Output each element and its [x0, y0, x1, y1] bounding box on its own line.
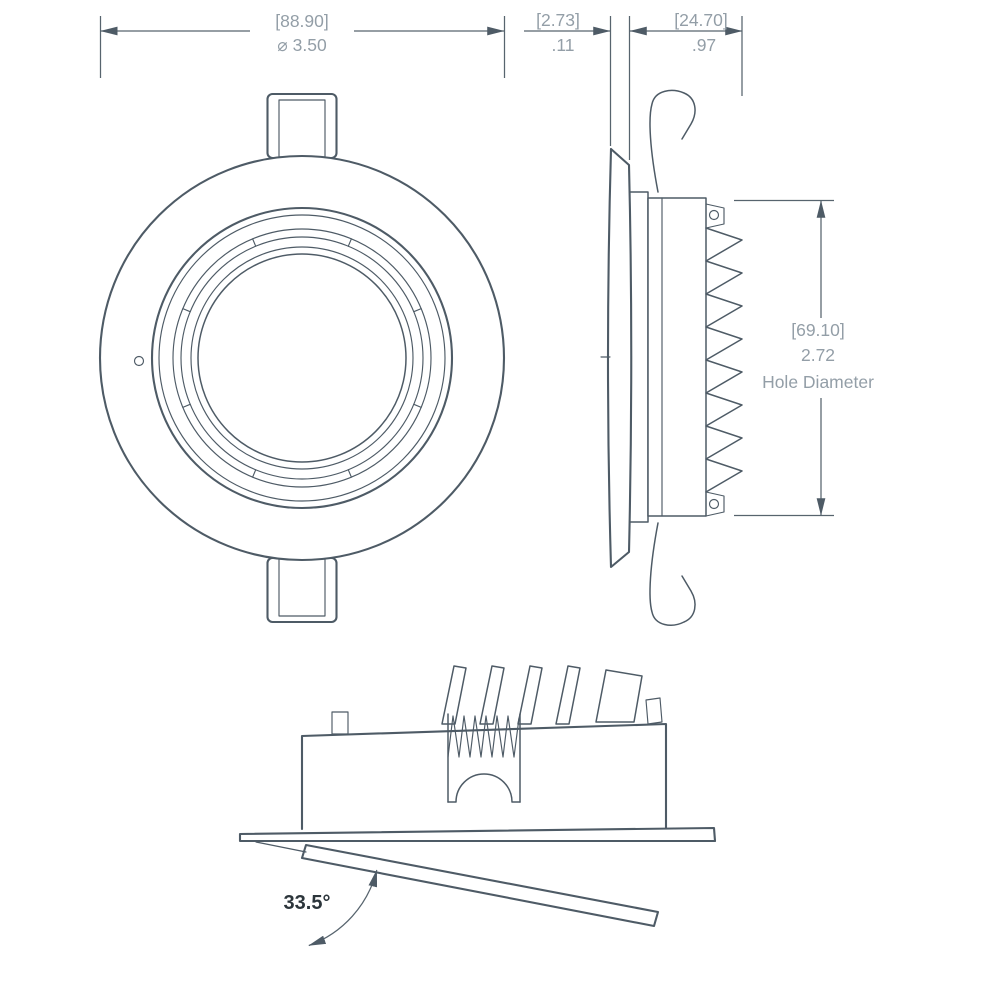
lens-bezel-circle	[190, 246, 414, 470]
bezel-reference-line	[255, 841, 307, 853]
retainer-ring-inner-circle	[180, 236, 424, 480]
hole-diameter-mm: [69.10]	[791, 320, 845, 340]
flange-diameter-in: ⌀ 3.50	[277, 35, 327, 55]
spring-bracket	[447, 713, 521, 803]
heat-sink-fins	[705, 227, 743, 493]
flange-thickness-mm: [2.73]	[536, 10, 580, 30]
trim-ring-outer-circle	[150, 206, 454, 510]
tilt-top-fins	[331, 665, 663, 735]
dimension-body-depth: [24.70] .97	[629, 10, 743, 96]
flange-thickness-in: .11	[551, 35, 574, 55]
dimension-flange-thickness: [2.73] .11	[524, 10, 631, 160]
fin-plate	[595, 669, 643, 723]
front-bottom-tab-outline	[266, 556, 338, 624]
set-screw-detail	[133, 355, 145, 367]
front-top-tab-outline	[266, 92, 338, 160]
bottom-spring-clip	[649, 522, 696, 626]
fin	[555, 665, 581, 725]
hole-diameter-label: Hole Diameter	[762, 372, 874, 392]
tilt-housing-outline	[300, 722, 668, 831]
bracket-arch	[447, 773, 521, 803]
body-depth-mm: [24.70]	[674, 10, 728, 30]
side-tab	[645, 697, 663, 725]
tilt-view: 33.5°	[238, 665, 717, 947]
bottom-screw	[708, 498, 720, 510]
front-view	[98, 92, 506, 624]
angle-arc	[308, 869, 378, 947]
retainer-ring-outer-circle	[172, 228, 432, 488]
dimension-hole-diameter: [69.10] 2.72 Hole Diameter	[734, 199, 874, 517]
top-screw	[708, 209, 720, 221]
side-view	[600, 89, 743, 626]
trim-ring-notches	[182, 238, 422, 478]
flange-diameter-mm: [88.90]	[275, 11, 329, 31]
fin	[441, 665, 467, 725]
dimension-flange-diameter: [88.90] ⌀ 3.50	[99, 11, 506, 78]
top-spring-clip	[649, 89, 696, 193]
coil-spring	[447, 715, 520, 758]
housing-profile	[647, 197, 707, 517]
dimension-text-mask	[250, 14, 354, 56]
top-screw-boss	[705, 203, 725, 229]
left-tab	[331, 711, 349, 735]
body-depth-in: .97	[692, 35, 716, 55]
bottom-screw-boss	[705, 491, 725, 517]
hole-diameter-in: 2.72	[801, 345, 835, 365]
lens-circle	[197, 253, 407, 463]
flange-outer-circle	[98, 154, 506, 562]
flange-profile	[606, 147, 633, 569]
tilted-bezel	[300, 843, 660, 928]
tilt-flange-profile	[238, 826, 717, 843]
fin	[479, 665, 505, 725]
fin	[517, 665, 543, 725]
tilt-angle-label: 33.5°	[284, 892, 331, 914]
trim-ring-inner-circle	[158, 214, 446, 502]
